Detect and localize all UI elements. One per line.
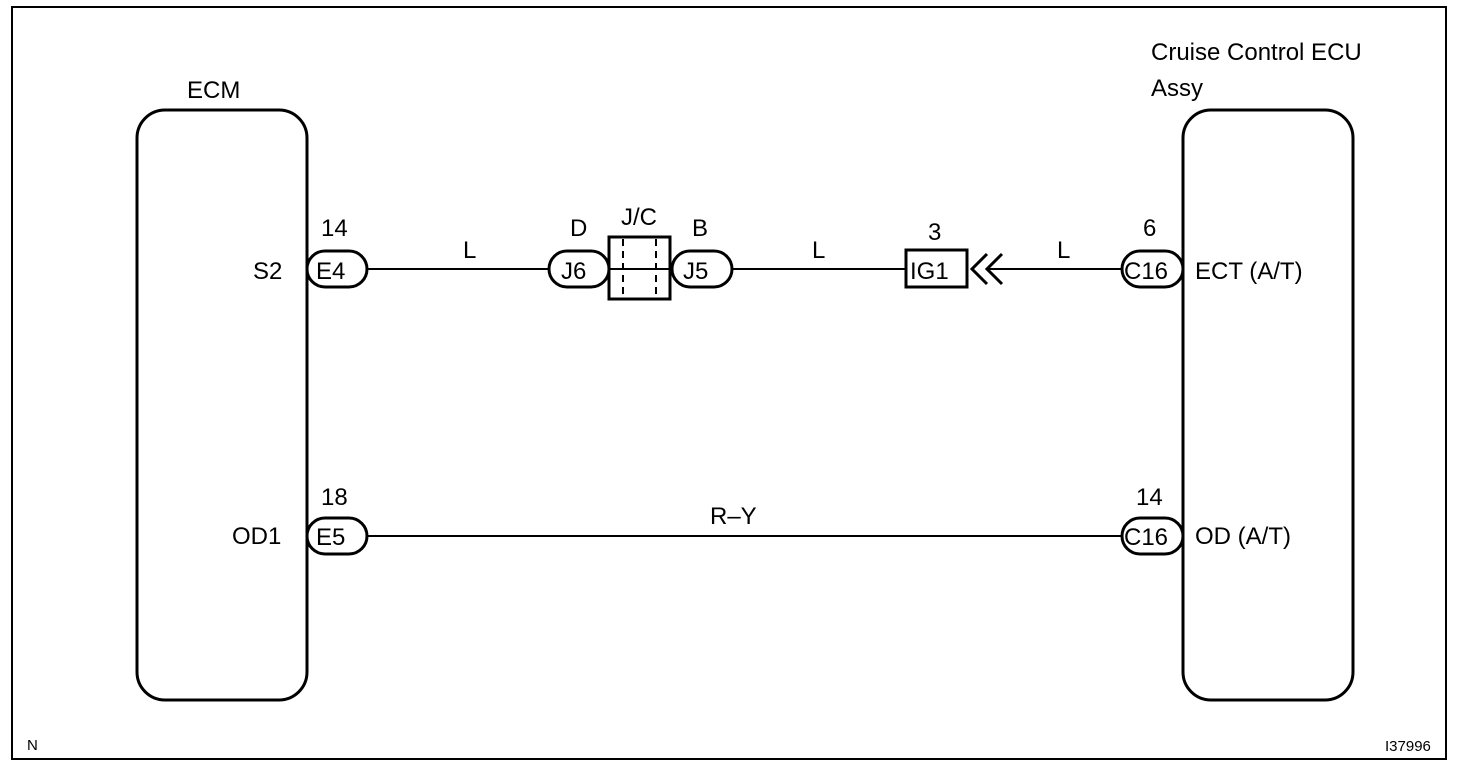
figure-id: I37996 [1385, 738, 1431, 755]
ecm-title: ECM [187, 77, 240, 104]
diagram-frame [11, 6, 1447, 760]
cruise-ecu-title-line2: Assy [1151, 75, 1203, 102]
ecm-box [135, 108, 309, 702]
ig1-pin-3: 3 [928, 219, 941, 246]
connector-c16-bottom-label: C16 [1124, 524, 1168, 551]
connector-c16-top [1120, 249, 1185, 289]
wire-3-color: L [1057, 237, 1070, 264]
connector-ig1-label: IG1 [910, 258, 949, 285]
connector-ig1 [904, 248, 969, 289]
cruise-ecu-title-line1: Cruise Control ECU [1151, 39, 1362, 66]
chevron-left-icon [969, 252, 989, 286]
ecm-pin-18: 18 [321, 484, 348, 511]
connector-c16-top-label: C16 [1124, 258, 1168, 285]
wire-2-color: L [812, 237, 825, 264]
corner-mark: N [27, 737, 38, 754]
ecm-terminal-s2: S2 [253, 258, 282, 285]
wire-1-color: L [463, 237, 476, 264]
connector-j6-label: J6 [561, 258, 586, 285]
jc-pin-b: B [692, 215, 708, 242]
connector-e4-label: E4 [316, 258, 345, 285]
cruise-ecu-box [1181, 108, 1355, 702]
wire-bottom-color: R–Y [710, 503, 757, 530]
ecu-terminal-ect: ECT (A/T) [1195, 258, 1303, 285]
ecm-pin-14: 14 [321, 215, 348, 242]
connector-c16-bottom [1120, 516, 1185, 556]
ecm-terminal-od1: OD1 [232, 523, 281, 550]
connector-j5-label: J5 [683, 258, 708, 285]
jc-pin-d: D [570, 215, 587, 242]
connector-e5-label: E5 [316, 524, 345, 551]
ecu-pin-6: 6 [1143, 215, 1156, 242]
jc-label: J/C [621, 204, 657, 231]
ecu-terminal-od: OD (A/T) [1195, 523, 1291, 550]
ecu-pin-14: 14 [1136, 484, 1163, 511]
